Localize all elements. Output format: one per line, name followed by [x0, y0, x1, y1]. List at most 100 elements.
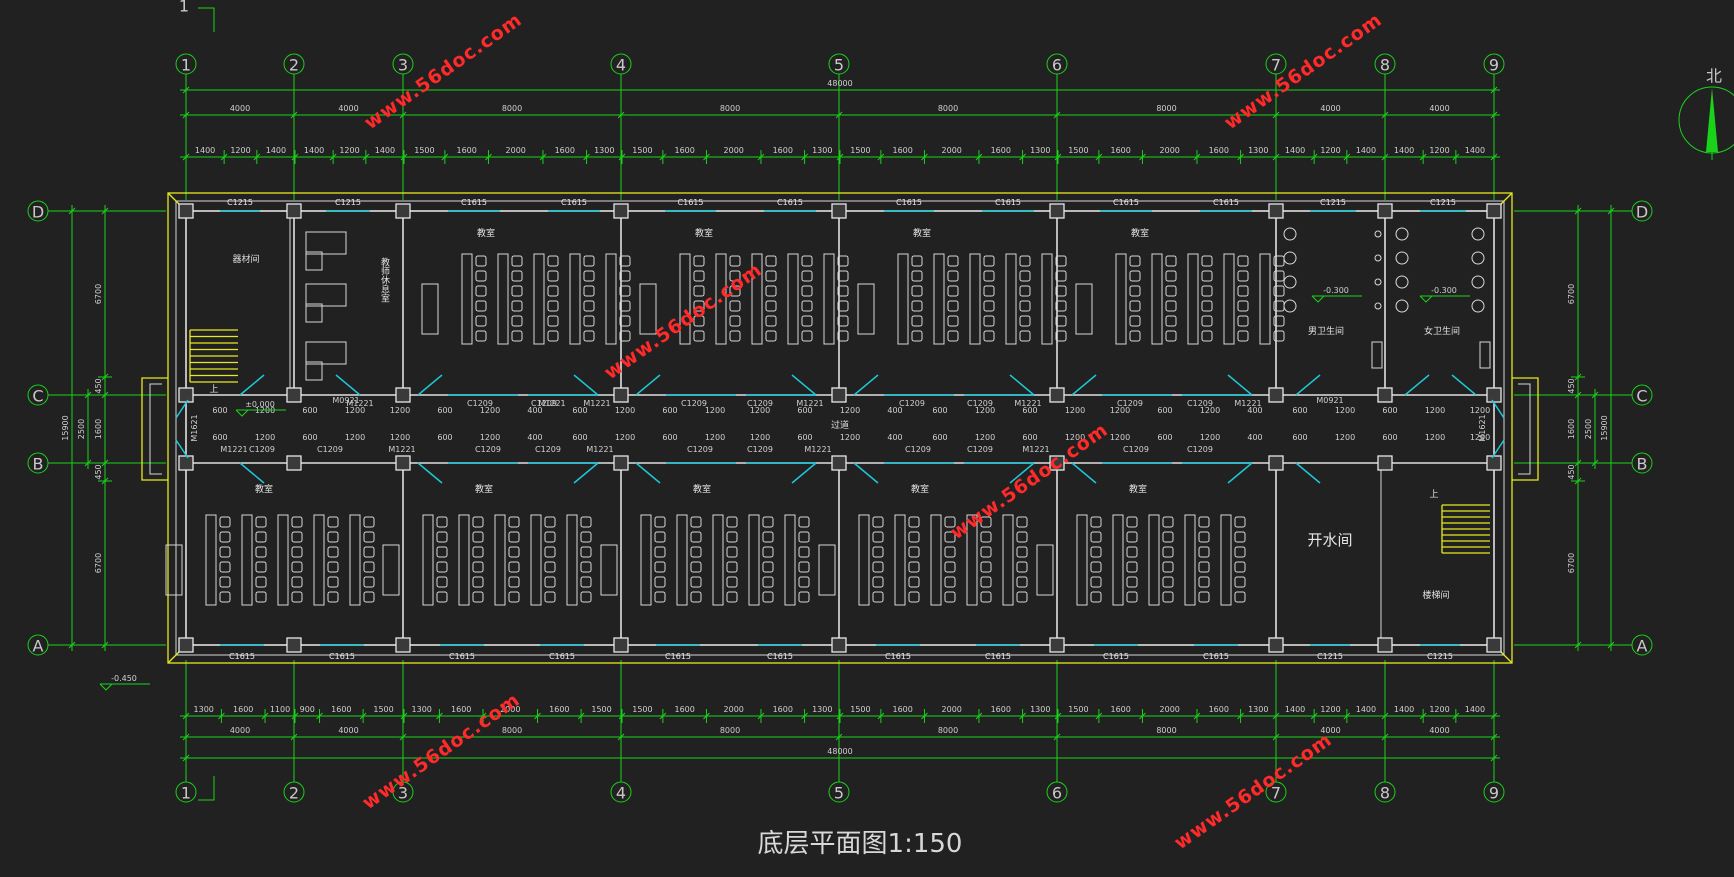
door-swing: [635, 374, 661, 396]
column: [613, 203, 629, 219]
corridor-dimension: 600: [1382, 406, 1397, 415]
column: [1377, 203, 1393, 219]
column: [286, 387, 302, 403]
door-label: M1221: [586, 445, 613, 454]
north-arrow: 北: [1678, 67, 1734, 160]
window-label: C1209: [1187, 399, 1213, 408]
dimension-text: 1600: [555, 146, 575, 155]
axis-bubble-B-R: B: [1631, 452, 1653, 474]
window-label: C1215: [1320, 198, 1346, 207]
dimension-text: 1500: [850, 705, 870, 714]
column: [286, 455, 302, 471]
level-text: -0.450: [111, 674, 137, 683]
room-label: 器材间: [232, 253, 259, 265]
corridor-dimension: 600: [1292, 433, 1307, 442]
dimension-text: 4000: [338, 104, 358, 113]
axis-label: 7: [1271, 56, 1281, 75]
window-label: C1615: [995, 198, 1021, 207]
corridor-dimension: 1200: [840, 433, 860, 442]
window-label: C1209: [747, 445, 773, 454]
axis-bubble-3-top: 3: [392, 53, 414, 75]
column: [1049, 203, 1065, 219]
axis-label: 9: [1489, 56, 1499, 75]
axis-label: 7: [1271, 784, 1281, 803]
toilet-fixture: [1283, 227, 1297, 241]
corridor-dimension: 1200: [390, 406, 410, 415]
room-label: 教室: [477, 227, 495, 239]
column: [395, 387, 411, 403]
axis-bubble-B-L: B: [27, 452, 49, 474]
east-entry-porch: [1512, 377, 1539, 481]
dimension-text: 1300: [812, 705, 832, 714]
corridor-dimension: 1200: [1065, 433, 1085, 442]
north-label: 北: [1706, 67, 1722, 86]
axis-label: 5: [834, 56, 844, 75]
corridor-dimension: 600: [212, 433, 227, 442]
dimension-text: 8000: [938, 726, 958, 735]
column: [1486, 637, 1502, 653]
door-label: M1221: [388, 445, 415, 454]
dimension-text: 1400: [375, 146, 395, 155]
dimension-text: 1200: [1320, 146, 1340, 155]
window-label: C1215: [335, 198, 361, 207]
corridor-dimension: 600: [437, 406, 452, 415]
room-label: 楼梯间: [1422, 589, 1449, 601]
column: [831, 203, 847, 219]
corridor-label: 过道: [831, 419, 849, 431]
dimension-text: 4000: [1320, 104, 1340, 113]
window-label: C1215: [227, 198, 253, 207]
door-swing: [335, 374, 361, 396]
door-swing: [1227, 462, 1253, 484]
axis-bubble-D-R: D: [1631, 200, 1653, 222]
classroom-furniture: [421, 253, 631, 345]
dimension-text: 1600: [549, 705, 569, 714]
dimension-text: 2000: [1160, 146, 1180, 155]
door-label: M1221: [1234, 399, 1261, 408]
corridor-dimension: 600: [932, 406, 947, 415]
column: [395, 637, 411, 653]
dimension-text: 1600: [94, 419, 103, 439]
axis-label: A: [33, 637, 44, 656]
column: [613, 387, 629, 403]
corridor-dimension: 600: [1022, 433, 1037, 442]
window-label: C1209: [1123, 445, 1149, 454]
outer-wall-line: [167, 192, 1513, 664]
door-label: M0921: [1316, 396, 1343, 405]
room-label: 教室: [1131, 227, 1149, 239]
axis-bubble-1-top: 1: [175, 53, 197, 75]
axis-bubble-C-R: C: [1631, 384, 1653, 406]
column: [1268, 203, 1284, 219]
dimension-text: 1400: [266, 146, 286, 155]
door-swing: [791, 462, 817, 484]
window-label: C1615: [1103, 652, 1129, 661]
corridor-dimension: 1200: [705, 433, 725, 442]
corridor-dimension: 1200: [1425, 406, 1445, 415]
door-label: M1221: [583, 399, 610, 408]
window-label: C1209: [899, 399, 925, 408]
window-label: C1209: [967, 399, 993, 408]
window-label: C1615: [461, 198, 487, 207]
axis-label: B: [33, 455, 44, 474]
dimension-text: 4000: [1320, 726, 1340, 735]
watermark: www.56doc.com: [600, 259, 766, 384]
dimension-text: 450: [1567, 464, 1576, 479]
dimension-text: 2500: [1584, 419, 1593, 439]
dimension-text: 2000: [724, 146, 744, 155]
corridor-dimension: 600: [1157, 406, 1172, 415]
column: [1486, 203, 1502, 219]
corridor-dimension: 600: [797, 406, 812, 415]
dimension-text: 1500: [414, 146, 434, 155]
window-label: C1615: [896, 198, 922, 207]
dimension-text: 4000: [338, 726, 358, 735]
dimension-text: 6700: [1567, 553, 1576, 573]
column: [178, 637, 194, 653]
dimension-text: 1500: [632, 705, 652, 714]
corridor-dimension: 1200: [390, 433, 410, 442]
stair-west: [189, 329, 238, 383]
classroom-furniture: [1075, 253, 1285, 345]
window-label: C1209: [1187, 445, 1213, 454]
corridor-dimension: 1200: [1425, 433, 1445, 442]
corridor-dimension: 600: [662, 406, 677, 415]
